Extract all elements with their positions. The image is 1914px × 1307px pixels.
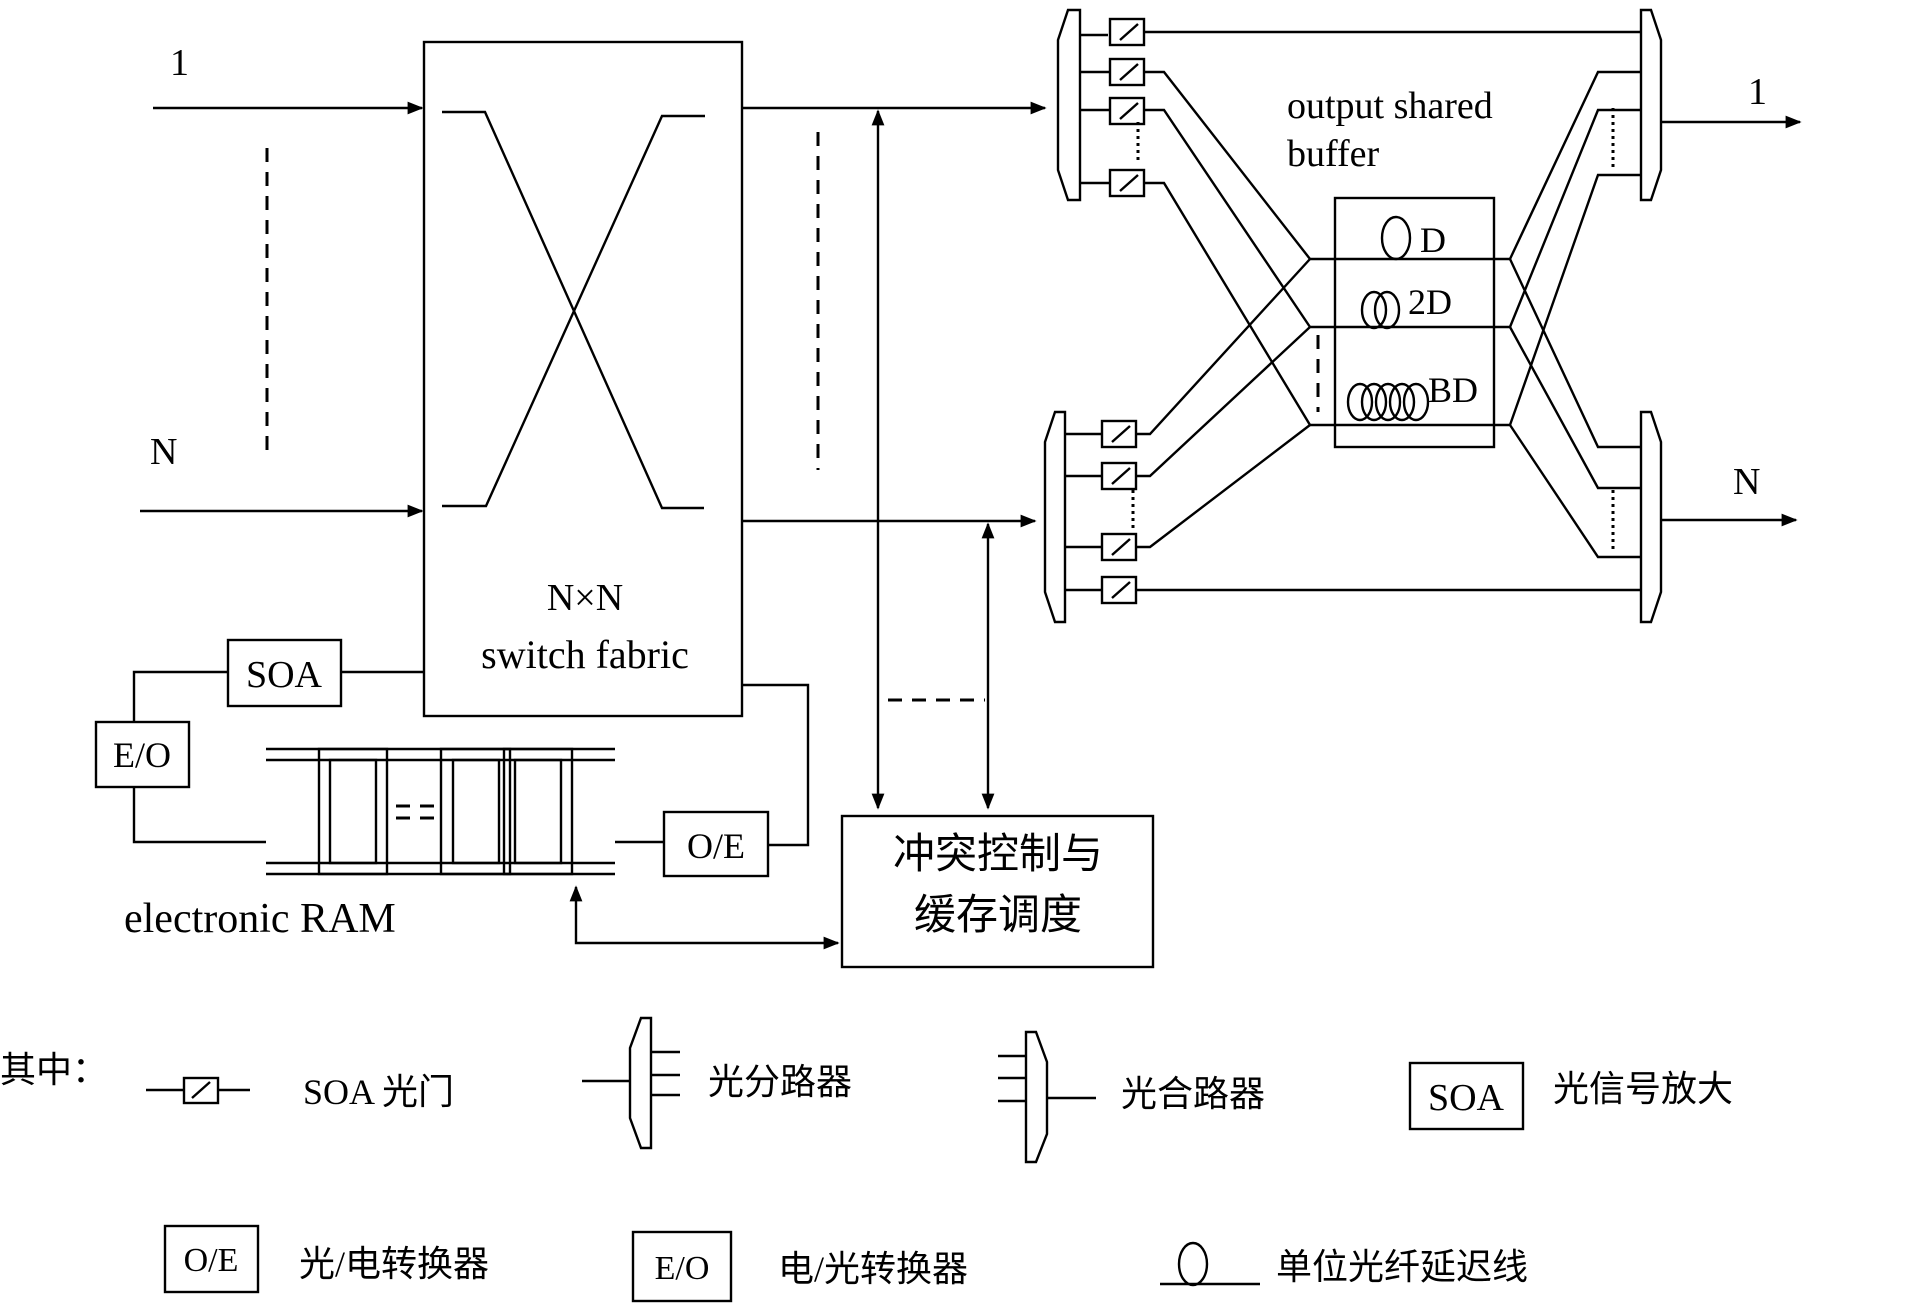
legend-soa-box-label: SOA <box>1428 1077 1505 1119</box>
soa-gate <box>1102 463 1136 489</box>
legend-combiner: 光合路器 <box>998 1032 1265 1162</box>
legend-oe-box-label: O/E <box>184 1242 239 1279</box>
input-lines: 1 N <box>140 42 422 511</box>
combiner-bottom: N <box>1613 412 1796 622</box>
legend-combiner-label: 光合路器 <box>1121 1074 1265 1114</box>
legend-delay-label: 单位光纤延迟线 <box>1276 1247 1528 1287</box>
legend-splitter-label: 光分路器 <box>708 1062 852 1102</box>
switch-fabric-title: N×N <box>547 577 623 619</box>
soa-gate <box>1110 19 1144 45</box>
legend-eo-box-label: E/O <box>655 1250 710 1287</box>
fabric-outputs <box>742 108 1045 521</box>
eo-label: E/O <box>113 735 171 775</box>
output-label-n: N <box>1733 461 1760 503</box>
legend-eo-label: 电/光转换器 <box>778 1249 968 1289</box>
control-arrows <box>878 111 988 808</box>
legend-soa-amp: SOA 光信号放大 <box>1410 1063 1733 1129</box>
output-shared-buffer: output shared buffer D 2D BD <box>1287 85 1510 447</box>
electronic-ram <box>266 749 615 874</box>
soa-gates <box>1102 19 1144 603</box>
delay-label-bd: BD <box>1428 370 1478 410</box>
soa-gate <box>1110 170 1144 196</box>
legend-oe-label: 光/电转换器 <box>299 1244 489 1284</box>
legend-soa-gate: SOA 光门 <box>146 1072 454 1112</box>
legend-oe: O/E 光/电转换器 <box>165 1226 489 1292</box>
switch-fabric: N×N switch fabric <box>424 42 742 716</box>
legend-prefix: 其中： <box>0 1050 108 1090</box>
splitter-top <box>1058 10 1138 200</box>
controller-line2: 缓存调度 <box>914 893 1082 939</box>
oe-label: O/E <box>687 826 745 866</box>
legend-eo: E/O 电/光转换器 <box>633 1232 968 1301</box>
soa-gate <box>1110 59 1144 85</box>
input-label-n: N <box>150 431 177 473</box>
soa-gate <box>1102 577 1136 603</box>
combiner-top: 1 <box>1613 10 1800 200</box>
controller-line1: 冲突控制与 <box>893 832 1103 878</box>
legend-delay-line: 单位光纤延迟线 <box>1160 1243 1528 1287</box>
input-label-1: 1 <box>170 42 189 84</box>
delay-label-2d: 2D <box>1408 282 1452 322</box>
buffer-title-line2: buffer <box>1287 133 1379 175</box>
legend-soa-amp-label: 光信号放大 <box>1553 1069 1733 1109</box>
soa-gate <box>1102 534 1136 560</box>
soa-gate <box>1102 421 1136 447</box>
legend: 其中： SOA 光门 光分路器 光合路器 SOA 光信号放大 <box>0 1018 1733 1301</box>
legend-soa-gate-label: SOA 光门 <box>303 1072 454 1112</box>
legend-splitter: 光分路器 <box>582 1018 852 1148</box>
soa-label: SOA <box>246 654 323 696</box>
output-label-1: 1 <box>1748 71 1767 113</box>
switch-fabric-subtitle: switch fabric <box>481 632 689 677</box>
delay-label-d: D <box>1420 220 1446 260</box>
collision-controller: 冲突控制与 缓存调度 <box>576 816 1153 967</box>
buffer-title-line1: output shared <box>1287 85 1493 127</box>
soa-gate <box>1110 98 1144 124</box>
ram-label: electronic RAM <box>124 896 396 942</box>
